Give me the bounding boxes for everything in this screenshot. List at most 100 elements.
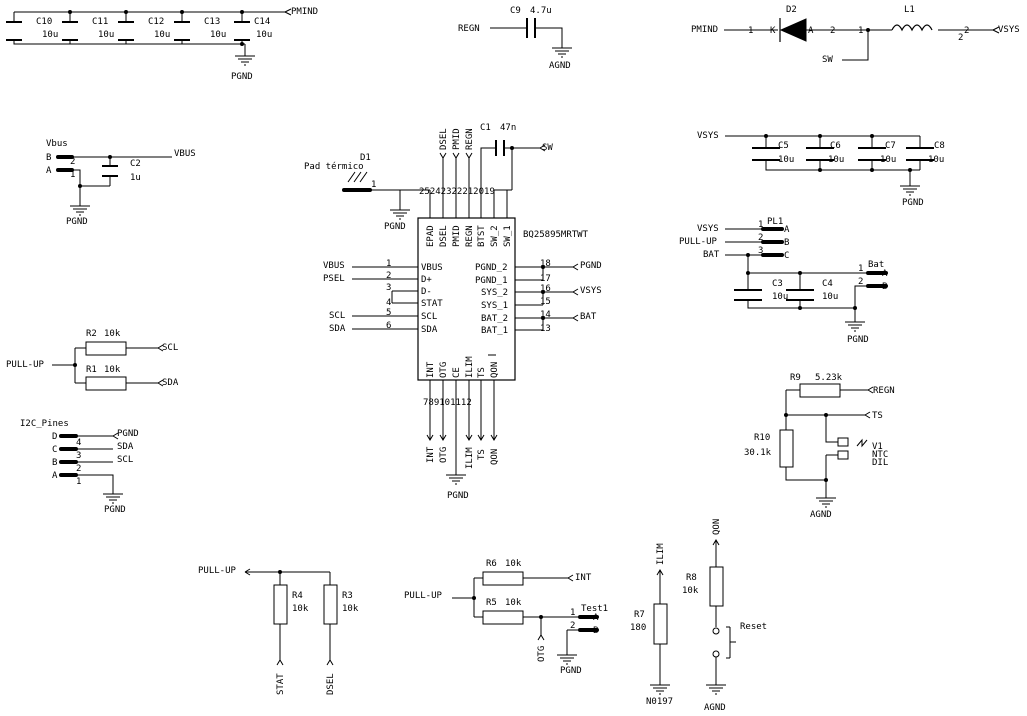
r2-value: 10k: [104, 329, 121, 339]
vbus-b-label: B: [46, 153, 51, 163]
pullup-net-label: PULL-UP: [6, 360, 45, 370]
pin-ts: TS: [477, 367, 487, 378]
pin-num-5: 5: [386, 308, 391, 318]
pad-termico-label: Pad térmico: [304, 161, 364, 172]
i2c-d: D: [52, 432, 57, 442]
pmind-decoupling-caps: PMIND C10 C11 C12 C13 C14 10u 10u 10u 10…: [6, 7, 318, 82]
pgnd-label: PGND: [902, 198, 924, 208]
r6-ref: R6: [486, 559, 497, 569]
pin-otg: OTG: [439, 362, 449, 378]
pullup-net-label: PULL-UP: [198, 566, 237, 576]
c1-value: 47n: [500, 123, 516, 133]
r3-ref: R3: [342, 591, 353, 601]
pin-pgnd1: PGND_1: [475, 276, 508, 286]
c11-value: 10u: [98, 30, 114, 40]
pgnd-label: PGND: [104, 505, 126, 515]
pin-num-18: 18: [540, 259, 551, 269]
c11-ref: C11: [92, 17, 108, 27]
l1-pin2b: 2: [958, 33, 963, 43]
bat-pin2: 2: [858, 277, 863, 287]
vsys-net-label: VSYS: [697, 131, 719, 141]
scl-net-label: SCL: [117, 455, 133, 465]
pl1-ref: PL1: [767, 217, 783, 227]
c10-ref: C10: [36, 17, 52, 27]
pgnd-label: PGND: [231, 72, 253, 82]
vbus-pin1: 1: [70, 170, 75, 180]
i2c-pin2: 2: [76, 464, 81, 474]
test1-pin2: 2: [570, 621, 575, 631]
r6-value: 10k: [505, 559, 522, 569]
c7-ref: C7: [885, 141, 896, 151]
pgnd-label: PGND: [66, 217, 88, 227]
sda-net-label: SDA: [162, 378, 179, 388]
pin-dsel: DSEL: [439, 225, 449, 247]
d1-pin1: 1: [371, 180, 376, 190]
pin-bat2: BAT_2: [481, 314, 508, 324]
pin-num-2: 2: [386, 271, 391, 281]
r5-value: 10k: [505, 598, 522, 608]
i2c-pin1: 1: [76, 477, 81, 487]
d2-a-label: A: [808, 26, 814, 36]
c2-ref: C2: [130, 159, 141, 169]
r1-value: 10k: [104, 365, 121, 375]
scl-net-label: SCL: [329, 311, 345, 321]
pmind-net-label: PMIND: [291, 7, 318, 17]
c6-value: 10u: [828, 155, 844, 165]
d2-pin2: 2: [830, 26, 835, 36]
c1-ref: C1: [480, 123, 491, 133]
r7-value: 180: [630, 623, 646, 633]
bat-connector-label: Bat: [868, 260, 884, 270]
regn-net-label: REGN: [873, 386, 895, 396]
c3-ref: C3: [772, 279, 783, 289]
r9-ref: R9: [790, 373, 801, 383]
test1-b: B: [593, 626, 598, 636]
i2c-c: C: [52, 445, 57, 455]
d2-ref: D2: [786, 5, 797, 15]
pin-num-14: 14: [540, 310, 551, 320]
r4-ref: R4: [292, 591, 303, 601]
c9-value: 4.7u: [530, 6, 552, 16]
pin-ilim: ILIM: [465, 356, 475, 378]
r10-value: 30.1k: [744, 448, 772, 458]
pl1-a: A: [784, 225, 790, 235]
sw-net-label: SW: [542, 143, 553, 153]
ts-net-label: TS: [872, 411, 883, 421]
pl1-pin1: 1: [758, 220, 763, 230]
d2-k-label: K: [770, 26, 776, 36]
stat-net-label: STAT: [276, 673, 286, 695]
int-net-label: INT: [575, 573, 592, 583]
c9-regn-cap: REGN C9 4.7u AGND: [458, 6, 572, 71]
i2c-pullups: PULL-UP R2 10k R1 10k SCL SDA: [6, 329, 179, 391]
test1-pin1: 1: [570, 608, 575, 618]
r10-ref: R10: [754, 433, 770, 443]
pin-num-15: 15: [540, 297, 551, 307]
pin-scl: SCL: [421, 312, 437, 322]
pgnd-label: PGND: [384, 222, 406, 232]
agnd-label: AGND: [704, 703, 726, 713]
otg-net-label: OTG: [537, 646, 547, 662]
test1-a: A: [593, 613, 599, 623]
pin-ce: CE: [452, 367, 462, 378]
i2c-pin3: 3: [76, 451, 81, 461]
regn-net-label: REGN: [458, 24, 480, 34]
vbus-connector-label: Vbus: [46, 139, 68, 149]
dsel-net-label: DSEL: [439, 128, 449, 150]
otg-net-label: OTG: [439, 447, 449, 463]
psel-net-label: PSEL: [323, 274, 345, 284]
pin-sys1: SYS_1: [481, 301, 508, 311]
pin-sw1: SW_1: [503, 225, 513, 247]
pgnd-net-label: PGND: [580, 261, 602, 271]
pin-regn: REGN: [465, 225, 475, 247]
r7-ref: R7: [634, 610, 645, 620]
pullup-net-label: PULL-UP: [679, 237, 718, 247]
c8-ref: C8: [934, 141, 945, 151]
ic-top-pin-numbers: 25242322212019: [419, 187, 495, 197]
r8-ref: R8: [686, 573, 697, 583]
r3-value: 10k: [342, 604, 359, 614]
pin-sys2: SYS_2: [481, 288, 508, 298]
vbus-a-label: A: [46, 166, 52, 176]
r1-ref: R1: [86, 365, 97, 375]
regn-net-label: REGN: [465, 128, 475, 150]
ilim-net-label: ILIM: [465, 447, 475, 469]
sda-net-label: SDA: [329, 324, 346, 334]
